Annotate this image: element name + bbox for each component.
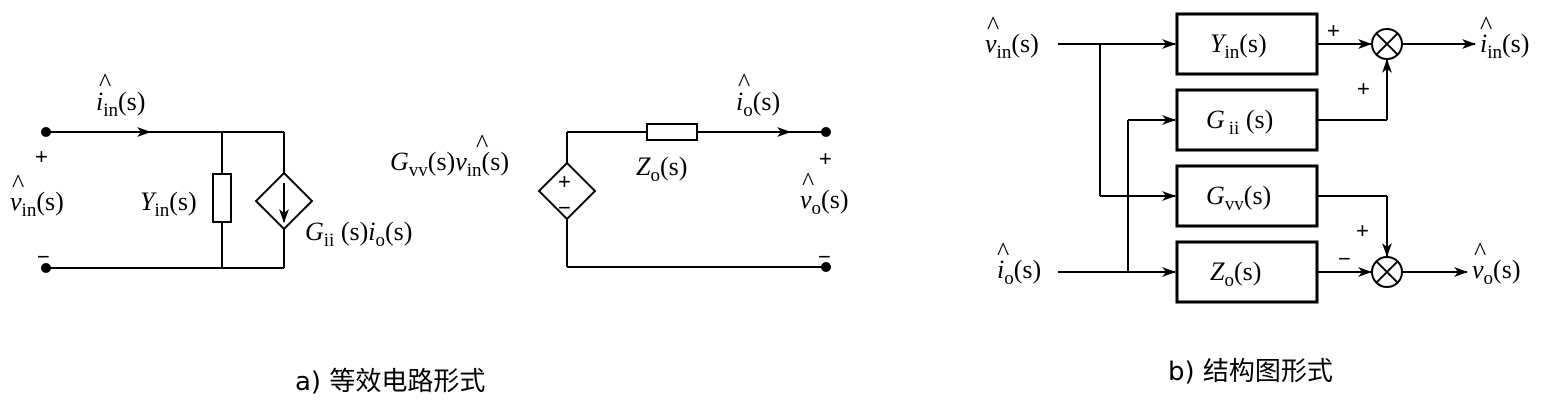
y-in-resistor <box>212 173 232 223</box>
caption-b: b) 结构图形式 <box>1168 357 1333 387</box>
g-ii-source-label: Gii (s)io(s) <box>305 217 412 251</box>
v-o-hat: ^ <box>802 167 814 196</box>
sum1-plus-bottom: + <box>1357 76 1370 101</box>
input-v-in-hat: ^ <box>987 11 999 40</box>
output-i-in-label: iin(s) <box>1480 29 1529 63</box>
input-plus-sign: + <box>35 144 48 169</box>
equivalent-circuit-input-port: iin(s) ^ + vin(s) ^ − Yin(s) Gii (s)io(s… <box>10 68 412 273</box>
input-i-o-hat: ^ <box>997 237 1009 266</box>
input-i-o-label: io(s) <box>997 255 1041 289</box>
v-o-label: vo(s) <box>800 185 848 219</box>
source-minus-sign: − <box>558 195 571 220</box>
output-top-terminal <box>821 127 831 137</box>
block-y-in <box>1175 12 1319 76</box>
block-z-o <box>1175 240 1319 304</box>
sum2-plus-sign: + <box>1356 218 1369 243</box>
block-g-vv-label: Gvv(s) <box>1206 181 1271 215</box>
y-in-label: Yin(s) <box>140 187 197 221</box>
summing-junction-1 <box>1371 28 1403 60</box>
output-v-o-label: vo(s) <box>1472 255 1520 289</box>
summing-junction-2 <box>1371 256 1403 288</box>
input-bottom-terminal <box>41 263 51 273</box>
z-o-label: Zo(s) <box>636 152 687 186</box>
output-bottom-terminal <box>821 262 831 272</box>
input-top-terminal <box>41 127 51 137</box>
output-v-o-hat: ^ <box>1474 237 1486 266</box>
g-vv-hat: ^ <box>476 129 488 158</box>
block-g-vv <box>1175 164 1319 228</box>
v-in-label: vin(s) <box>10 187 64 221</box>
i-in-hat: ^ <box>99 68 111 97</box>
block-y-in-label: Yin(s) <box>1210 29 1267 63</box>
z-o-resistor <box>646 123 698 141</box>
block-z-o-label: Zo(s) <box>1210 257 1261 291</box>
caption-a: a) 等效电路形式 <box>295 367 485 397</box>
i-in-label: iin(s) <box>96 87 145 121</box>
g-vv-source-label: Gvv(s)vin(s) <box>390 147 509 181</box>
i-o-hat-mark: ^ <box>738 68 750 97</box>
output-i-in-hat: ^ <box>1480 11 1492 40</box>
equivalent-circuit-output-port: + − Gvv(s)vin(s) ^ Zo(s) io(s) i ^ + vo(… <box>390 68 848 272</box>
source-plus-sign: + <box>558 169 571 194</box>
block-g-ii <box>1175 88 1319 152</box>
v-in-hat: ^ <box>12 169 24 198</box>
output-plus-sign: + <box>819 146 832 171</box>
sum2-minus-sign: − <box>1338 246 1351 271</box>
input-minus-sign: − <box>37 244 50 269</box>
input-v-in-label: vin(s) <box>985 29 1039 63</box>
output-minus-sign: − <box>818 244 831 269</box>
i-o-label: io(s) <box>736 87 780 121</box>
sum1-plus-top: + <box>1327 18 1340 43</box>
